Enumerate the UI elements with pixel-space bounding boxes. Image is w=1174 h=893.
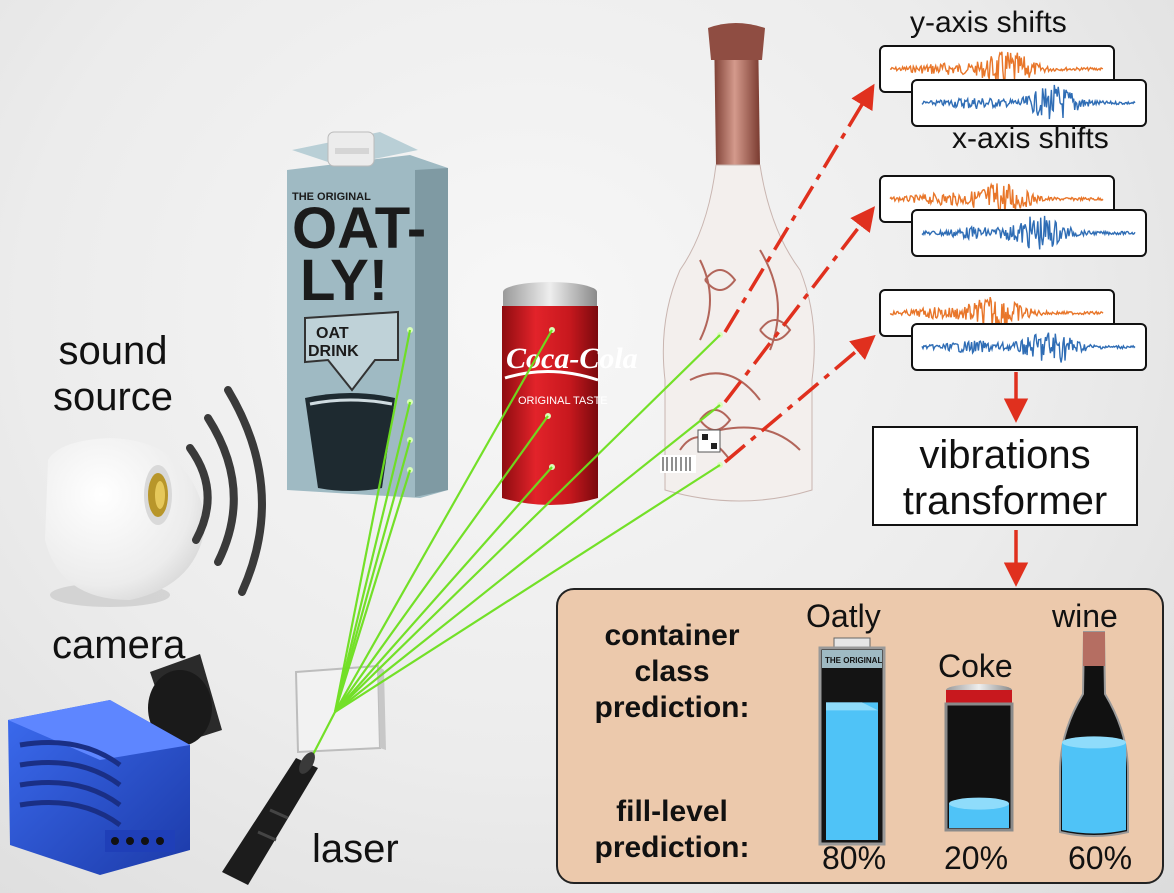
oatly-carton: THE ORIGINAL OAT- LY! OAT DRINK xyxy=(287,131,448,498)
camera-icon xyxy=(8,654,222,875)
svg-text:OAT: OAT xyxy=(316,325,349,342)
sound-wave-icon xyxy=(186,386,266,596)
x-axis-signal-1 xyxy=(911,79,1147,127)
wine-bottle xyxy=(660,23,815,502)
svg-text:LY!: LY! xyxy=(300,248,388,313)
prediction-panel: container class prediction: fill-level p… xyxy=(556,588,1164,884)
container-class-prediction-label: container class prediction: xyxy=(594,619,750,724)
fill-level-prediction-label: fill-level prediction: xyxy=(594,795,750,864)
coke-fill-value: 20% xyxy=(944,840,1009,876)
laser-label: laser xyxy=(312,827,399,871)
x-axis-signal-3 xyxy=(911,323,1147,371)
laser-beams xyxy=(305,329,721,769)
camera-label: camera xyxy=(52,623,186,667)
y-axis-shifts-label: y-axis shifts xyxy=(910,6,1067,39)
svg-text:Coca-Cola: Coca-Cola xyxy=(506,342,638,375)
vibration-signals xyxy=(879,45,1147,371)
coke-can: Coca-Cola ORIGINAL TASTE xyxy=(502,282,638,505)
wine-fill-value: 60% xyxy=(1068,840,1133,876)
speaker-icon xyxy=(45,438,206,607)
x-axis-shifts-label: x-axis shifts xyxy=(952,122,1109,155)
svg-text:ORIGINAL TASTE: ORIGINAL TASTE xyxy=(518,395,608,407)
oatly-fill-value: 80% xyxy=(822,840,887,876)
sound-source-label: sound source xyxy=(52,329,174,419)
svg-text:OAT-: OAT- xyxy=(292,196,426,261)
oatly-fill-icon: THE ORIGINAL xyxy=(818,637,886,846)
oatly-class-name: Oatly xyxy=(806,598,881,634)
laser-pointer-icon xyxy=(222,752,318,885)
coke-class-name: Coke xyxy=(938,648,1013,684)
svg-text:THE ORIGINAL: THE ORIGINAL xyxy=(292,191,371,203)
fill-level-icons: THE ORIGINAL xyxy=(818,631,1129,846)
vibrations-transformer-box: vibrations transformer xyxy=(872,426,1138,526)
wine-class-name: wine xyxy=(1052,598,1118,634)
coke-fill-icon xyxy=(944,684,1014,832)
svg-text:DRINK: DRINK xyxy=(308,343,359,360)
signal-arrows xyxy=(723,83,876,464)
svg-text:THE ORIGINAL: THE ORIGINAL xyxy=(825,656,882,665)
x-axis-signal-2 xyxy=(911,209,1147,257)
wine-fill-icon xyxy=(1059,631,1129,837)
